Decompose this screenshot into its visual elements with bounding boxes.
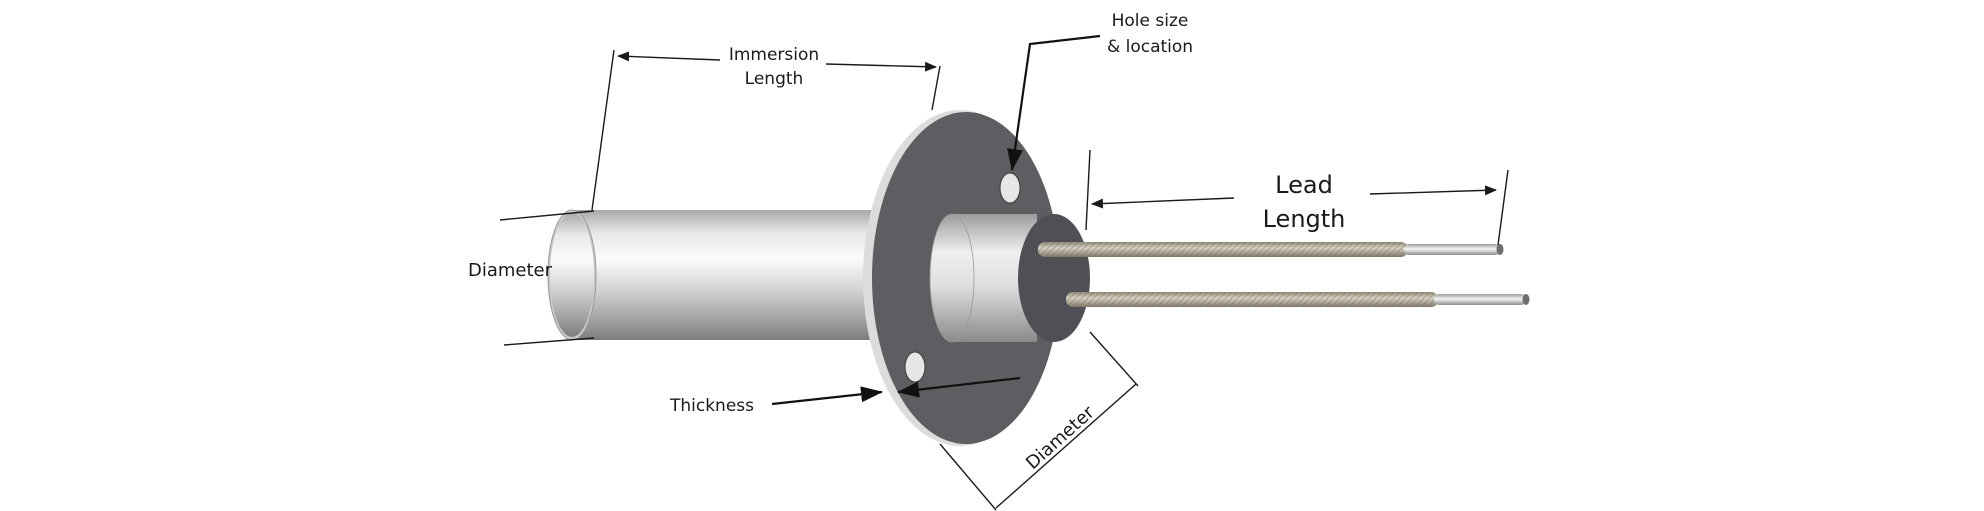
immersion-length-dimension: Immersion Length <box>591 45 941 211</box>
hole-size-label-line1: Hole size <box>1112 11 1189 31</box>
hole-size-label-line2: & location <box>1107 37 1193 57</box>
immersion-length-label-line2: Length <box>745 69 804 89</box>
flange-hole-top <box>999 172 1021 204</box>
body-diameter-dimension: Diameter <box>468 210 595 346</box>
lead-wire-bottom-tip <box>1434 294 1526 305</box>
hole-size-callout: Hole size & location <box>1007 11 1193 171</box>
flange-boss <box>929 213 1090 343</box>
body-diameter-label: Diameter <box>468 260 553 281</box>
thickness-label: Thickness <box>669 396 754 416</box>
lead-length-dimension: Lead Length <box>1085 149 1509 246</box>
lead-wire-bottom <box>1066 292 1530 307</box>
lead-wire-top <box>1038 242 1504 257</box>
flange-hole-bottom <box>904 351 926 383</box>
flange-thickness-dimension: Thickness <box>669 376 1021 416</box>
lead-wire-top-tip <box>1404 244 1500 255</box>
heater-body <box>547 209 872 341</box>
lead-length-label-line2: Length <box>1263 205 1346 233</box>
flange-diameter-label: Diameter <box>1022 402 1099 474</box>
lead-length-label-line1: Lead <box>1275 171 1333 199</box>
immersion-length-label-line1: Immersion <box>729 45 819 65</box>
